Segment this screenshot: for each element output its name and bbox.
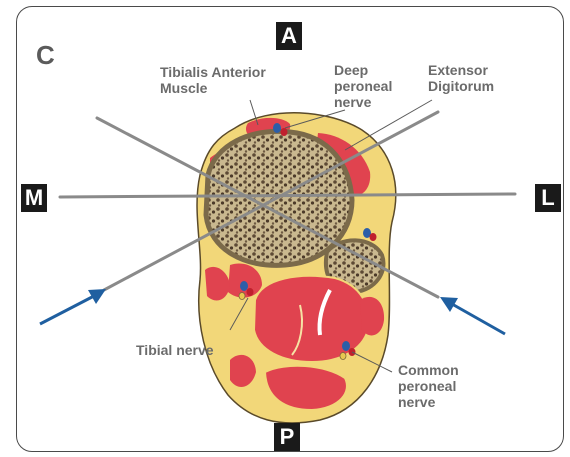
label-tibialis-anterior: Tibialis Anterior Muscle: [160, 64, 286, 96]
arrow-right: [440, 297, 505, 334]
label-deep-peroneal: Deep peroneal nerve: [334, 62, 410, 110]
direction-lateral: L: [535, 184, 561, 212]
label-common-peroneal: Common peroneal nerve: [398, 362, 472, 410]
label-tibial-nerve: Tibial nerve: [136, 342, 236, 358]
direction-medial: M: [21, 184, 47, 212]
needle-horizontal: [60, 194, 515, 197]
direction-posterior: P: [274, 423, 300, 451]
arrow-left: [40, 289, 106, 324]
label-extensor-digitorum: Extensor Digitorum: [428, 62, 508, 94]
direction-anterior: A: [276, 22, 302, 50]
